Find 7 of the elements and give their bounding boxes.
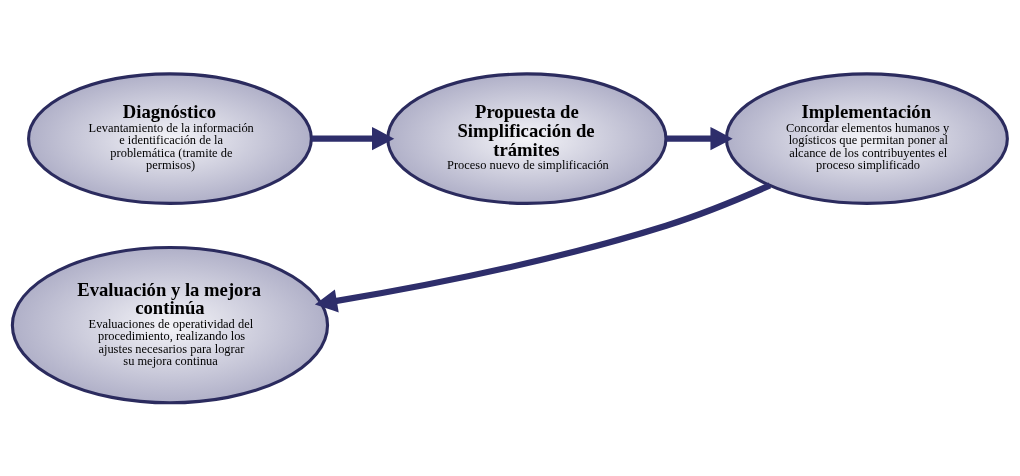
- arrow: [666, 126, 733, 150]
- node-ellipse: Evaluación y la mejora continúa Evaluaciones de operatividad del procedimiento, realizando los ajustes necesarios para lograr su mejora continua: [10, 245, 330, 404]
- node-ellipse: Implementación Concordar elementos humanos y logísticos que permitan poner al alcance de los contribuyentes el proceso simplificado: [724, 71, 1009, 205]
- arrow: [311, 126, 395, 150]
- arrow: [314, 182, 772, 312]
- node-ellipse: Diagnóstico Levantamiento de la información e identificación de la problemática (tramite de permisos): [27, 71, 313, 205]
- node-ellipse: Propuesta de Simplificación de trámites Proceso nuevo de simplificación: [386, 71, 668, 205]
